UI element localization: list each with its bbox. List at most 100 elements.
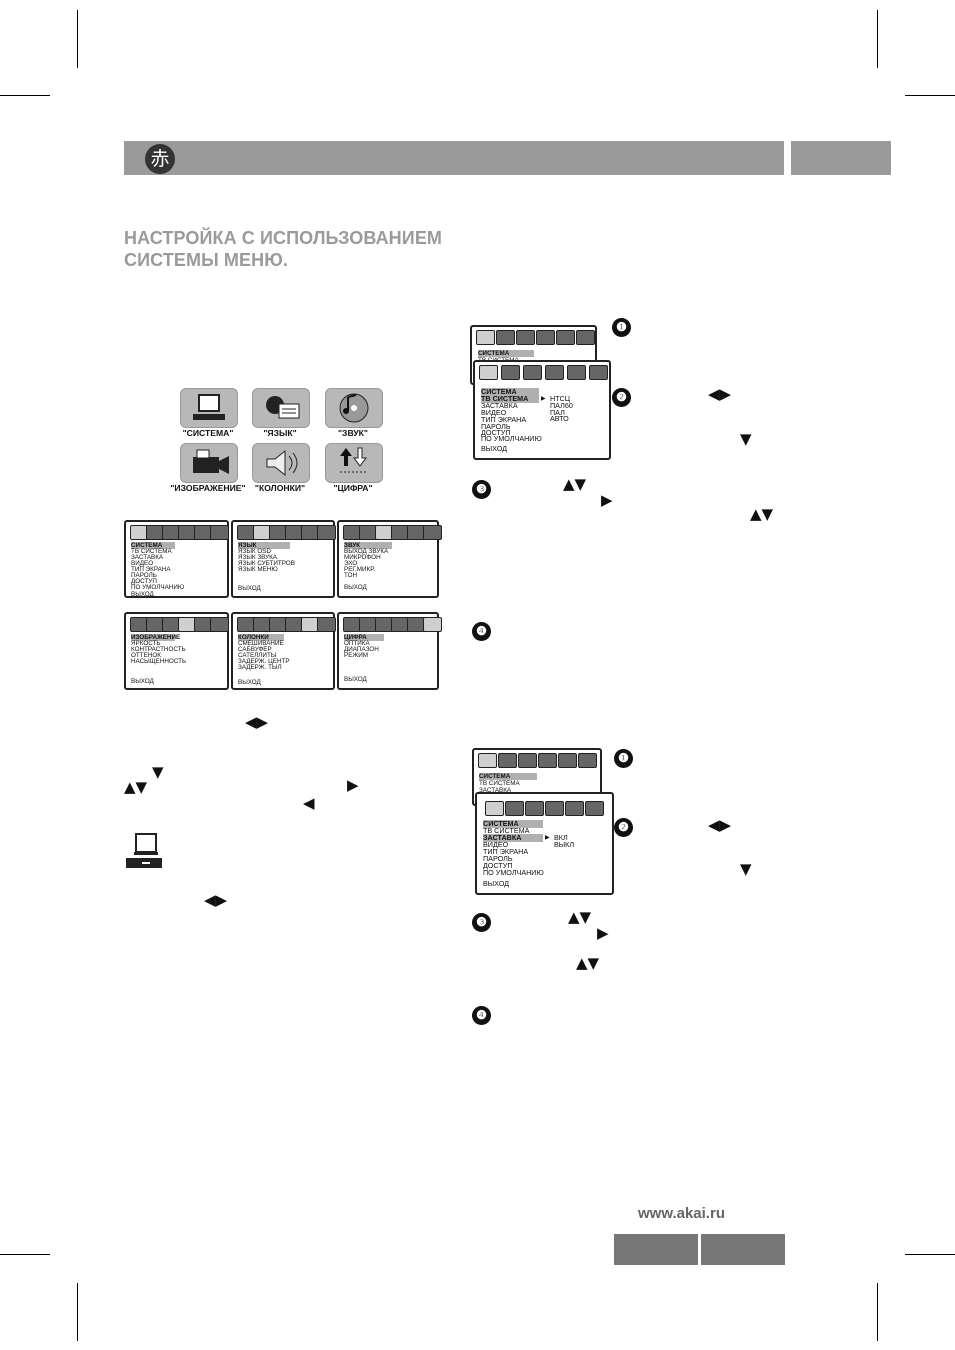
- down-arrow-icon: ▼: [740, 860, 752, 878]
- menu-item: ТВ СИСТЕМА: [131, 548, 172, 555]
- page-title-line2: СИСТЕМЫ МЕНЮ.: [124, 250, 288, 270]
- menu-item: ТВ СИСТЕМА: [483, 826, 530, 835]
- menu-item: РЕЖИМ: [344, 652, 368, 659]
- menu-item-selected: ЗАСТАВКА: [483, 834, 543, 842]
- menu-item: ТИП ЭКРАНА: [483, 847, 529, 856]
- menu-item: СИСТЕМА: [478, 350, 534, 357]
- menu-item: ЦИФРА: [344, 634, 384, 641]
- left-right-arrows-icon: ◀▶: [708, 385, 732, 403]
- crop-mark: [0, 95, 50, 96]
- menu-item: ПО УМОЛЧАНИЮ: [483, 868, 544, 877]
- step-number: ❷: [614, 818, 633, 837]
- menu-item: НАСЫЩЕННОСТЬ: [131, 658, 187, 665]
- menu-screen-yazyk: ЯЗЫК ЯЗЫК OSD ЯЗЫК ЗВУКА ЯЗЫК СУБТИТРОВ …: [231, 520, 336, 598]
- header-bar-tab: [791, 141, 891, 175]
- menu-item: ВИДЕО: [483, 840, 509, 849]
- step-number: ❸: [472, 913, 491, 932]
- icon-label: "ЦИФРА": [333, 483, 373, 493]
- menu-item: ПО УМОЛЧАНИЮ: [131, 584, 185, 591]
- menu-item: ДИАПАЗОН: [344, 646, 379, 653]
- right-arrow-icon: ▶: [597, 924, 609, 942]
- up-down-arrows-icon: ▲▼: [124, 778, 148, 796]
- menu-item: ДОСТУП: [481, 428, 511, 437]
- crop-mark: [905, 1254, 955, 1255]
- option-item: ВКЛ: [554, 833, 568, 842]
- menu-item: ЯЗЫК МЕНЮ: [238, 566, 278, 573]
- option-item: ПАЛ: [550, 408, 565, 417]
- menu-item: ВИДЕО: [131, 560, 154, 567]
- down-arrow-icon: ▼: [740, 430, 752, 448]
- menu-item: ОТТЕНОК: [131, 652, 161, 659]
- up-down-arrows-icon: ▲▼: [750, 505, 774, 523]
- step-number: ❹: [472, 622, 491, 641]
- right-arrow-icon: ▶: [601, 491, 613, 509]
- menu-item: ВЫХОД: [131, 591, 154, 598]
- tv-icon: [180, 388, 238, 428]
- option-item: НТСЦ: [550, 394, 571, 403]
- menu-item: ТИП ЭКРАНА: [481, 415, 527, 424]
- menu-item: ЗАСТАВКА: [131, 554, 164, 561]
- pointer-icon: ▶: [545, 835, 550, 841]
- menu-item: ИЗОБРАЖЕНИЕ: [131, 634, 181, 641]
- menu-item: ЗВУК: [344, 542, 392, 549]
- menu-item: ТОН: [344, 572, 358, 579]
- footer-bar: [614, 1234, 698, 1265]
- page-title: НАСТРОЙКА С ИСПОЛЬЗОВАНИЕМ: [124, 228, 443, 248]
- menu-item: ВЫХОД: [238, 585, 261, 592]
- menu-item: СИСТЕМА: [479, 773, 537, 780]
- music-disc-icon: [325, 388, 383, 428]
- menu-item: РЕГ.МИКР.: [344, 566, 375, 573]
- step-number: ❷: [612, 388, 631, 407]
- menu-item: ЗАСТАВКА: [479, 787, 512, 794]
- language-icon: [252, 388, 310, 428]
- option-item: АВТО: [550, 414, 569, 423]
- menu-item: ВЫХОД: [344, 676, 367, 683]
- pointer-icon: ▶: [541, 396, 546, 402]
- menu-item: ВЫХОД: [131, 678, 154, 685]
- menu-item: МИКРОФОН: [344, 554, 381, 561]
- menu-item: ДОСТУП: [131, 578, 157, 585]
- menu-item: ВЫХОД ЗВУКА: [344, 548, 389, 555]
- menu-item: ЯРКОСТЬ: [131, 640, 161, 647]
- down-arrow-icon: ▼: [152, 763, 164, 781]
- left-right-arrows-icon: ◀▶: [245, 713, 269, 731]
- menu-item: ЗАСТАВКА: [481, 401, 518, 410]
- step-number: ❶: [612, 318, 631, 337]
- header-bar: [124, 141, 784, 175]
- menu-item: ЯЗЫК OSD: [238, 548, 271, 555]
- camera-icon: [180, 443, 238, 483]
- menu-screen-tv-system: СИСТЕМА ТВ СИСТЕМА ▶ ЗАСТАВКА ВИДЕО ТИП …: [473, 360, 611, 460]
- icon-label: "ИЗОБРАЖЕНИЕ": [170, 483, 246, 493]
- menu-screen-screensaver: СИСТЕМА ТВ СИСТЕМА ЗАСТАВКА ▶ ВИДЕО ТИП …: [475, 792, 614, 895]
- tv-icon: [124, 832, 164, 872]
- menu-item: СИСТЕМА: [131, 542, 175, 549]
- menu-item: ВЫХОД: [481, 444, 508, 453]
- menu-screen-cifra: ЦИФРА ОПТИКА ДИАПАЗОН РЕЖИМ ВЫХОД: [337, 612, 442, 690]
- logo-icon: 赤: [145, 144, 175, 174]
- menu-item: ЯЗЫК ЗВУКА: [238, 554, 278, 561]
- menu-item: СИСТЕМА: [481, 388, 539, 396]
- website-url[interactable]: www.akai.ru: [638, 1205, 725, 1222]
- step-number: ❸: [472, 480, 491, 499]
- menu-item: КОЛОНКИ: [238, 634, 284, 641]
- menu-screen-izobrazhenie: ИЗОБРАЖЕНИЕ ЯРКОСТЬ КОНТРАСТНОСТЬ ОТТЕНО…: [124, 612, 229, 690]
- menu-item: ЭХО: [344, 560, 358, 567]
- footer-bar: [701, 1234, 785, 1265]
- crop-mark: [905, 95, 955, 96]
- menu-item: ТВ СИСТЕМА: [479, 780, 520, 787]
- menu-item: ОПТИКА: [344, 640, 370, 647]
- menu-item: ТИП ЭКРАНА: [131, 566, 171, 573]
- menu-item: КОНТРАСТНОСТЬ: [131, 646, 186, 653]
- left-arrow-icon: ◀: [303, 794, 315, 812]
- digital-icon: [325, 443, 383, 483]
- icon-label: "ЗВУК": [337, 428, 368, 438]
- up-down-arrows-icon: ▲▼: [563, 475, 587, 493]
- menu-item: ПАРОЛЬ: [481, 422, 511, 431]
- menu-item: ВЫХОД: [483, 879, 510, 888]
- up-down-arrows-icon: ▲▼: [576, 954, 600, 972]
- menu-item: ВЫХОД: [344, 584, 367, 591]
- step-number: ❶: [614, 749, 633, 768]
- menu-item: ПО УМОЛЧАНИЮ: [481, 434, 542, 443]
- menu-item-selected: ТВ СИСТЕМА: [481, 395, 539, 403]
- icon-label: "ЯЗЫК": [263, 428, 297, 438]
